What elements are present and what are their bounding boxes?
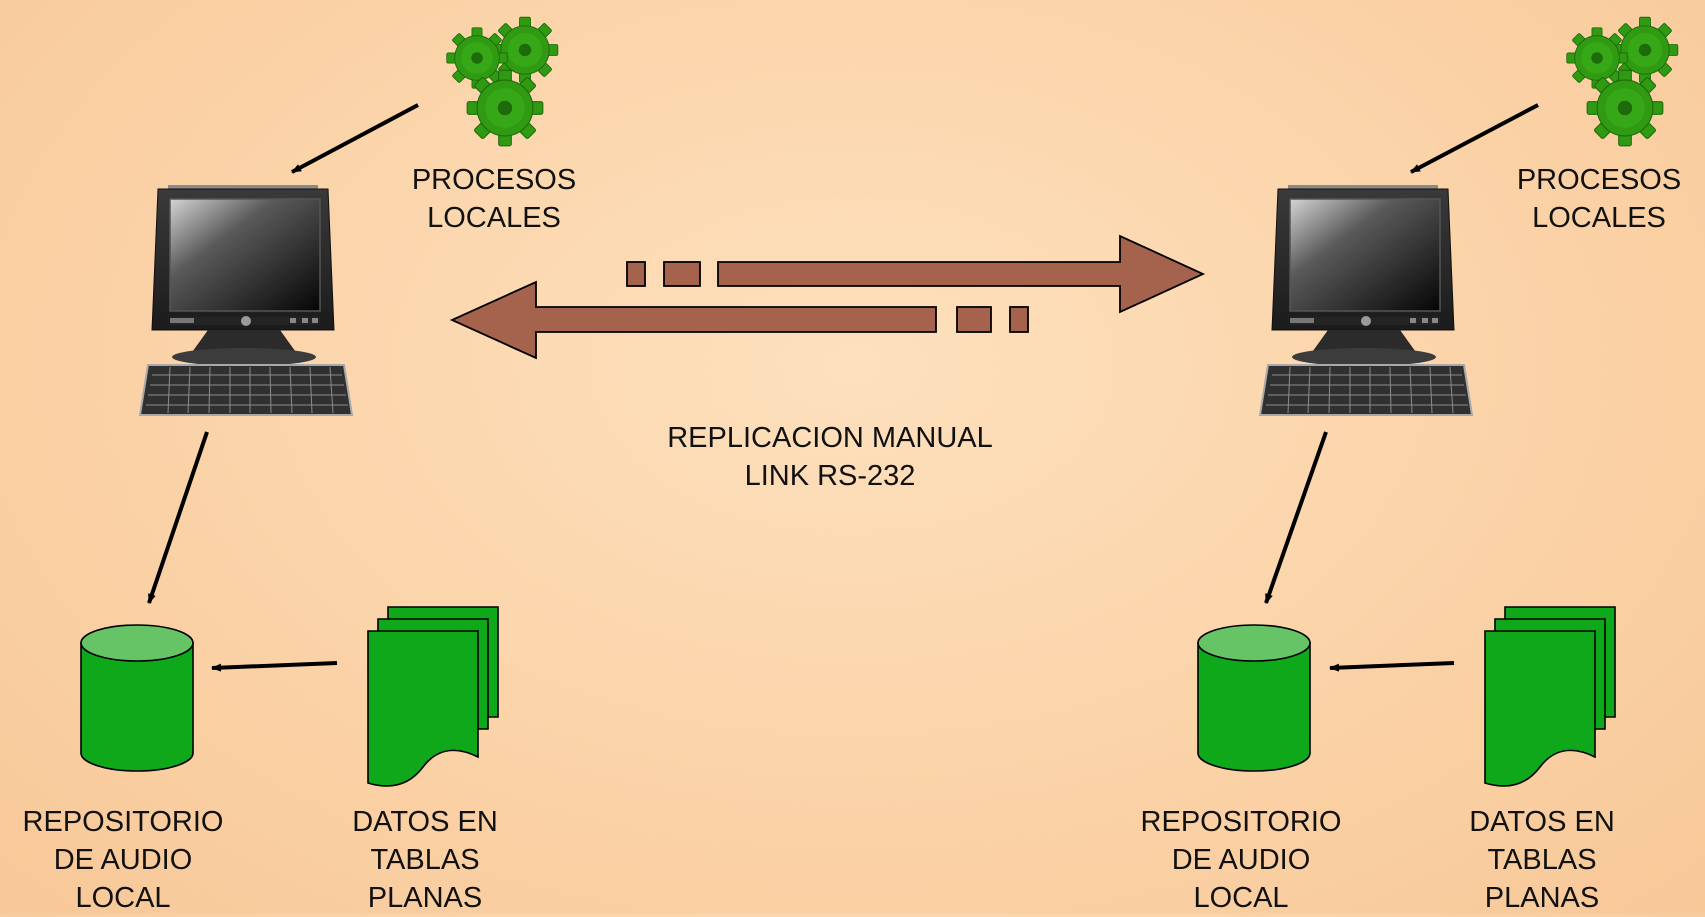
computer-icon: [1259, 184, 1473, 416]
gears-icon: [1567, 17, 1678, 146]
left-flat-data-label: DATOS EN TABLAS PLANAS: [352, 806, 498, 914]
connector-arrow: [211, 661, 338, 672]
right-flat-data-label: DATOS EN TABLAS PLANAS: [1469, 806, 1615, 914]
transfer-arrow-left: [449, 280, 1029, 360]
database-icon: [80, 624, 194, 772]
connector-arrow: [1329, 661, 1455, 672]
connector-arrow: [1410, 103, 1539, 174]
transfer-arrow-right: [626, 234, 1206, 314]
documents-icon: [1484, 606, 1616, 787]
replication-label: REPLICACION MANUAL LINK RS-232: [667, 422, 993, 492]
computer-icon: [139, 184, 353, 416]
right-repository-label: REPOSITORIO DE AUDIO LOCAL: [1140, 806, 1342, 914]
connector-arrow: [1264, 431, 1328, 604]
right-processes-label: PROCESOS LOCALES: [1516, 164, 1682, 234]
left-processes-label: PROCESOS LOCALES: [411, 164, 577, 234]
left-repository-label: REPOSITORIO DE AUDIO LOCAL: [22, 806, 224, 914]
connector-arrow: [291, 103, 419, 174]
database-icon: [1197, 624, 1311, 772]
connector-arrow: [147, 431, 209, 604]
documents-icon: [367, 606, 499, 787]
gears-icon: [447, 17, 558, 146]
